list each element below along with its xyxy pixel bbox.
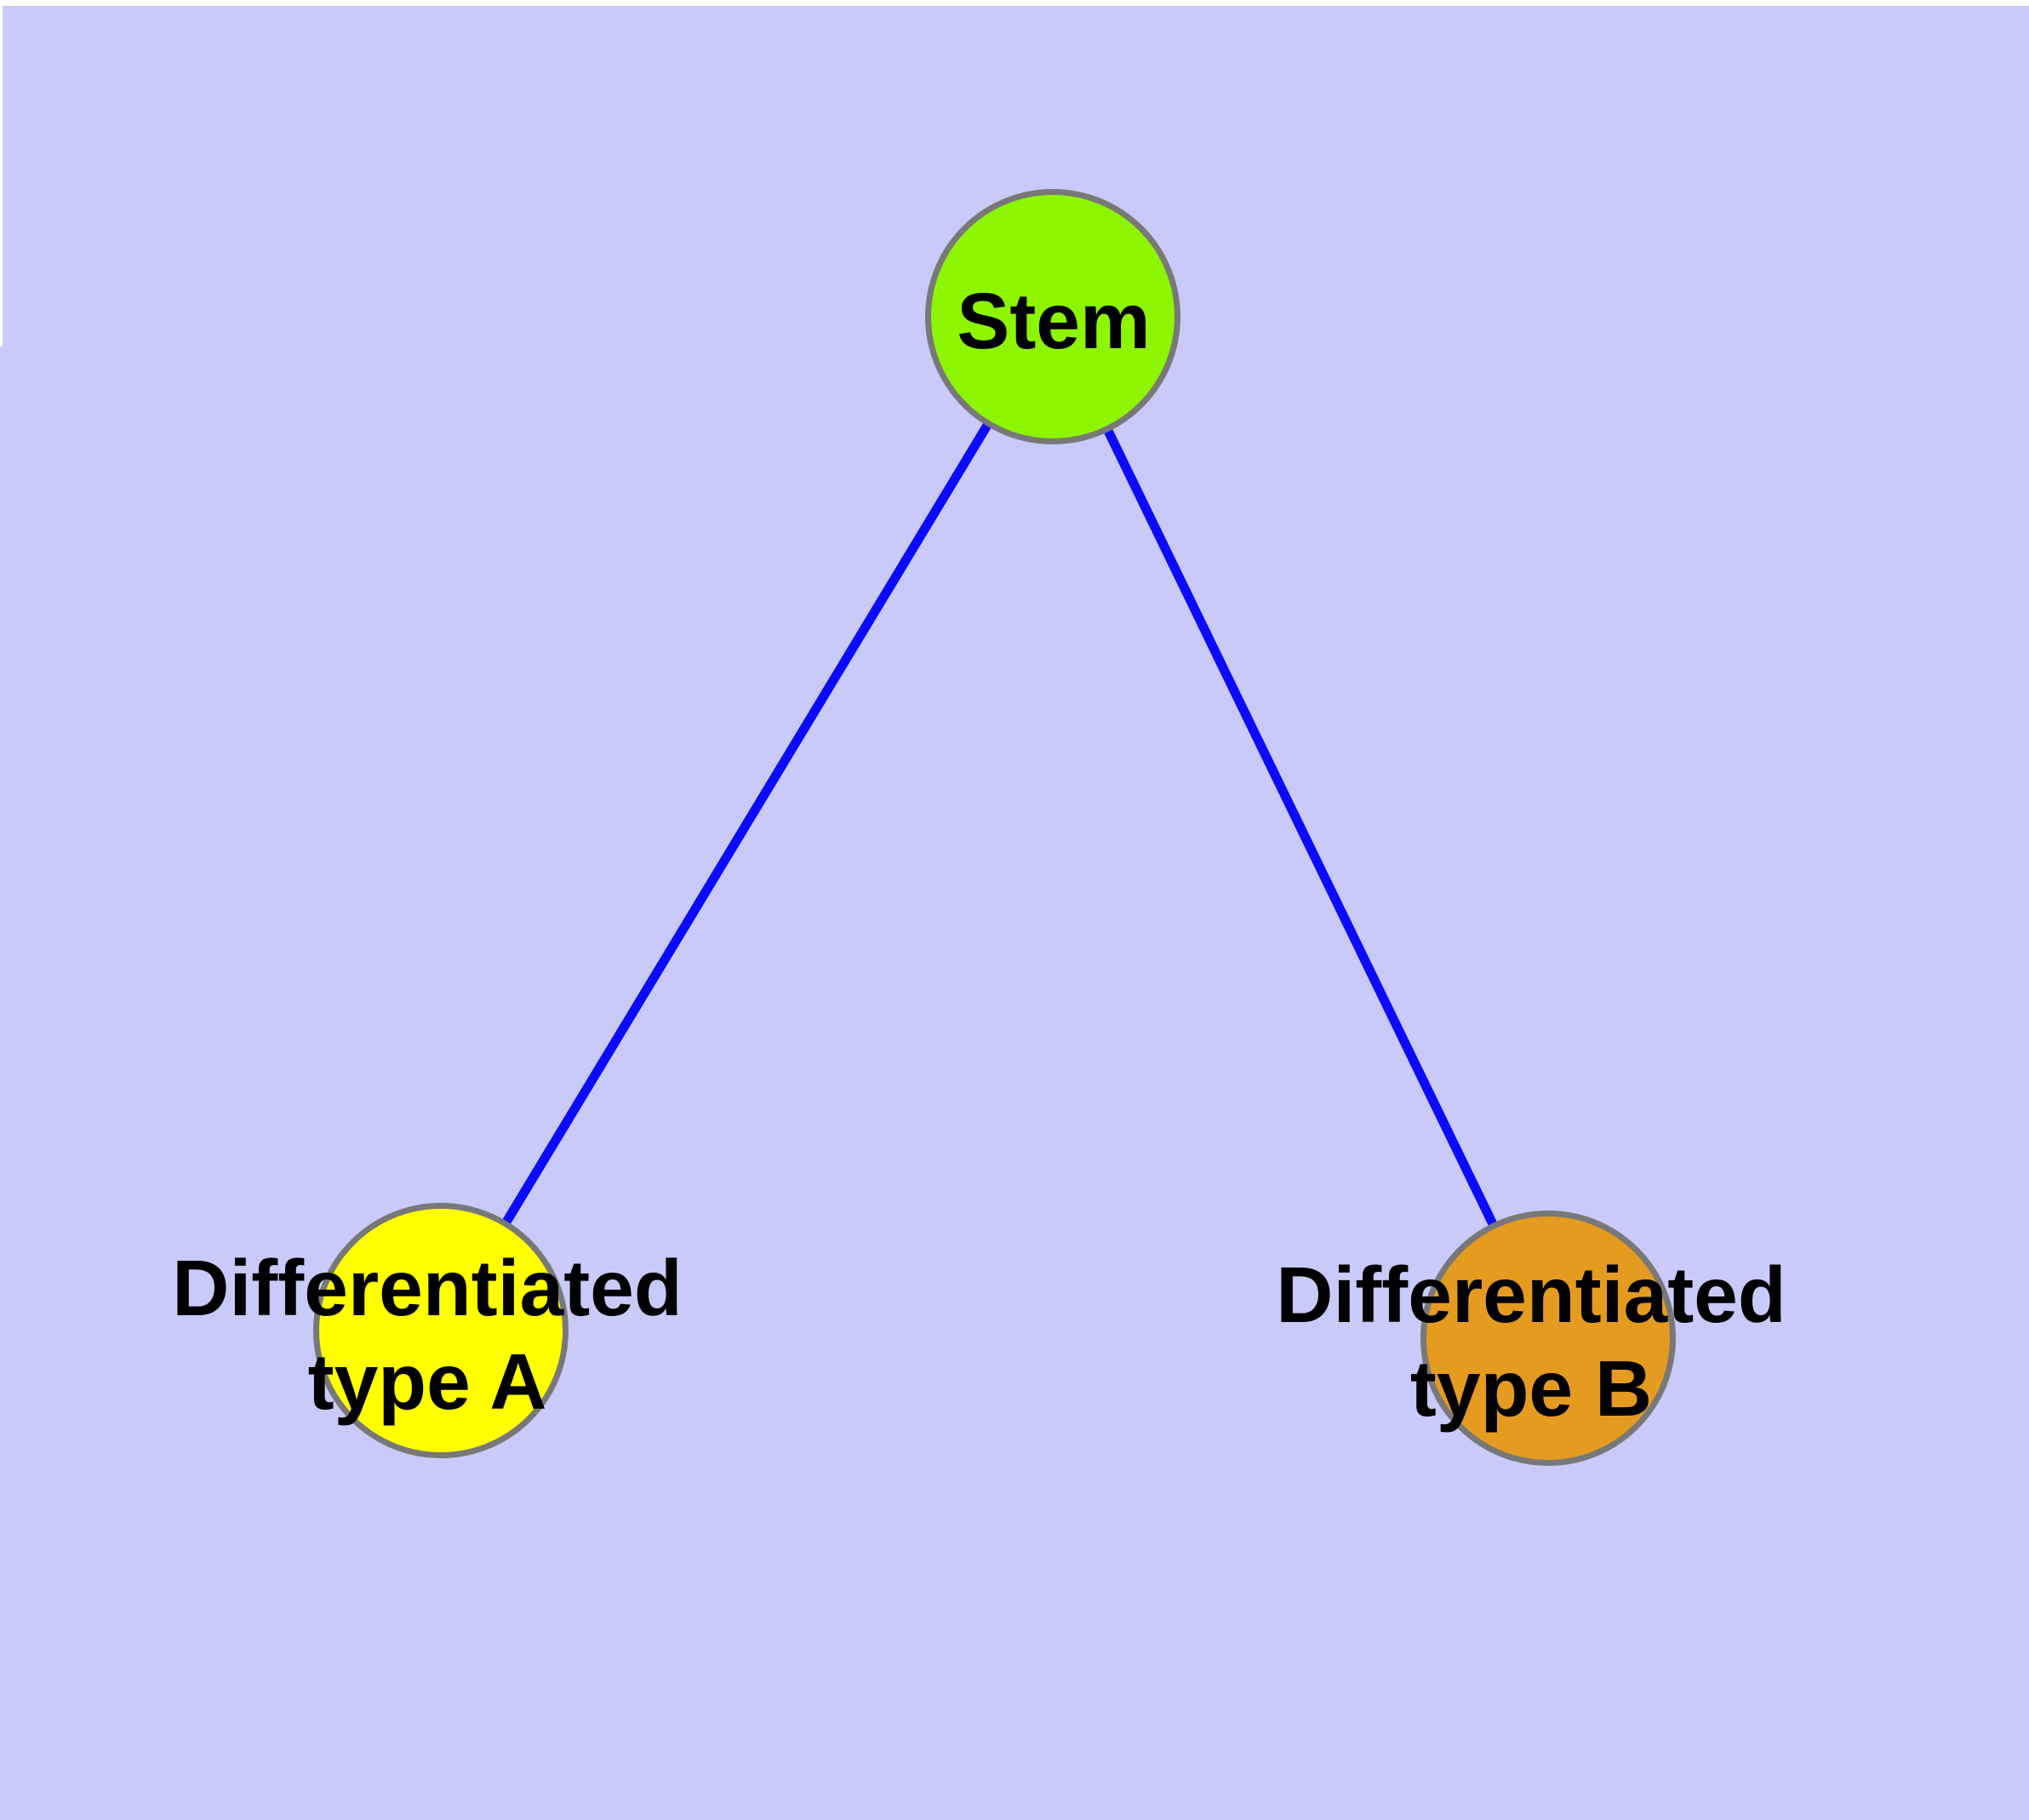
node-differentiated-type-a xyxy=(313,1203,569,1458)
node-differentiated-type-b xyxy=(1420,1210,1676,1466)
node-label-differentiated-type-a: Differentiated type A xyxy=(172,1244,683,1426)
margin-sliver xyxy=(0,6,3,346)
node-stem xyxy=(925,189,1180,444)
node-label-stem: Stem xyxy=(957,277,1151,365)
edge-stem-to-type-a xyxy=(437,314,1057,1333)
node-label-differentiated-type-b: Differentiated type B xyxy=(1276,1251,1786,1433)
edge-stem-to-type-b xyxy=(1049,314,1552,1341)
